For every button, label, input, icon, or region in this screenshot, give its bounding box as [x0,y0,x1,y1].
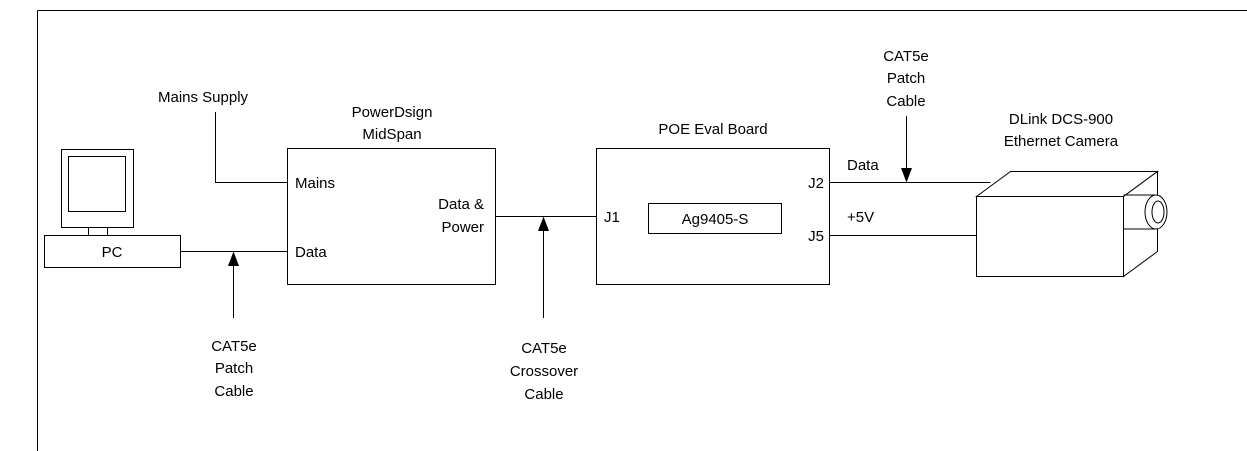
cable-label-line3: Cable [214,383,253,400]
midspan-title-line2: MidSpan [362,126,421,143]
cable-callout-pc-midspan: CAT5e Patch Cable [211,251,257,400]
arrow-up-icon [228,251,239,266]
cable-label-line1: CAT5e [883,48,929,65]
arrow-down-icon [901,168,912,183]
midspan-title-line1: PowerDsign [352,104,433,121]
link-power-label: +5V [847,209,874,226]
cable-callout-midspan-board: CAT5e Crossover Cable [510,216,578,403]
pc-monitor-screen [68,156,126,212]
camera-lens-inner [1151,200,1165,224]
midspan-port-data: Data [295,244,327,261]
arrow-up-icon [538,216,549,231]
midspan-unit: PowerDsign MidSpan Mains Data Data & Pow… [287,104,496,285]
mains-supply-label: Mains Supply [158,89,249,106]
cable-label-line1: CAT5e [521,340,567,357]
midspan-port-data-power-line1: Data & [438,196,484,213]
pc-label: PC [102,244,123,261]
mains-supply-line [215,112,288,183]
eval-board-port-j2: J2 [808,175,824,192]
cable-label-line2: Crossover [510,363,578,380]
link-data-label: Data [847,157,879,174]
camera-title-line2: Ethernet Camera [1004,133,1119,150]
eval-board-port-j5: J5 [808,228,824,245]
pc-monitor-stand [88,227,108,236]
pc-computer: PC [44,149,181,268]
cable-label-line1: CAT5e [211,338,257,355]
eval-board-port-j1: J1 [604,209,620,226]
cable-callout-board-camera: CAT5e Patch Cable [883,48,929,183]
cable-label-line2: Patch [215,360,253,377]
poe-eval-board: POE Eval Board J1 J2 J5 Ag9405-S [596,121,830,285]
cable-label-line3: Cable [524,386,563,403]
pc-base-unit [44,235,181,268]
camera-title-line1: DLink DCS-900 [1009,111,1113,128]
eval-board-chip-label: Ag9405-S [682,211,749,228]
camera-body-front [976,196,1124,277]
midspan-box [287,148,496,285]
midspan-port-data-power-line2: Power [441,219,484,236]
ethernet-camera: DLink DCS-900 Ethernet Camera [974,111,1168,278]
eval-board-title: POE Eval Board [658,121,767,138]
cable-label-line2: Patch [887,70,925,87]
cable-label-line3: Cable [886,93,925,110]
eval-board-chip [648,203,782,234]
midspan-port-mains: Mains [295,175,335,192]
camera-lens-barrel [1123,194,1156,230]
camera-body-side [1123,170,1158,278]
